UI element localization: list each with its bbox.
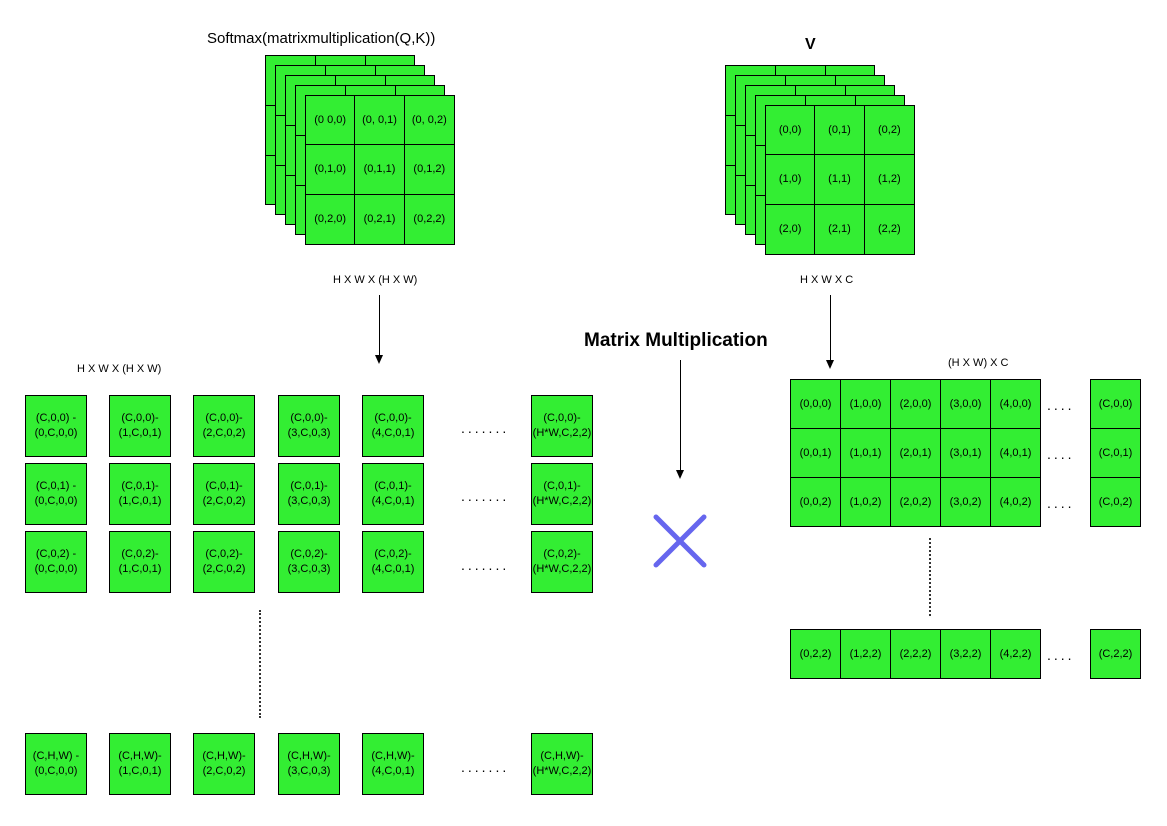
right-grid-cell: (3,0,2) bbox=[940, 477, 991, 527]
softmax-down-arrow bbox=[379, 295, 380, 355]
vertical-ellipsis bbox=[259, 610, 261, 718]
left-grid-cell: (C,H,W)-(H*W,C,2,2) bbox=[531, 733, 593, 795]
right-grid-cell: (0,2,2) bbox=[790, 629, 841, 679]
left-grid-cell: (C,H,W) -(0,C,0,0) bbox=[25, 733, 87, 795]
right-grid-cell: (0,0,1) bbox=[790, 428, 841, 478]
right-grid-cell: (1,0,0) bbox=[840, 379, 891, 429]
left-grid-cell: (C,0,1)-(3,C,0,3) bbox=[278, 463, 340, 525]
right-grid-cell: (4,0,2) bbox=[990, 477, 1041, 527]
matrix-cell: (0,1,2) bbox=[404, 145, 454, 195]
v-down-arrow bbox=[830, 295, 831, 360]
left-grid-cell: (C,0,1) -(0,C,0,0) bbox=[25, 463, 87, 525]
left-grid-cell: (C,H,W)-(3,C,0,3) bbox=[278, 733, 340, 795]
right-grid-cell: (C,0,2) bbox=[1090, 477, 1141, 527]
matrix-cell: (2,1) bbox=[815, 204, 865, 254]
softmax-front-matrix: (0 0,0) (0, 0,1) (0, 0,2) (0,1,0) (0,1,1… bbox=[305, 95, 455, 245]
row-ellipsis: .... bbox=[1047, 397, 1075, 413]
right-grid-cell: (C,2,2) bbox=[1090, 629, 1141, 679]
right-grid-cell: (4,2,2) bbox=[990, 629, 1041, 679]
right-grid-cell: (3,2,2) bbox=[940, 629, 991, 679]
row-ellipsis: ....... bbox=[461, 488, 510, 504]
left-grid-dims-label: H X W X (H X W) bbox=[77, 363, 162, 375]
right-grid-cell: (1,2,2) bbox=[840, 629, 891, 679]
matrix-cell: (0,2,2) bbox=[413, 213, 446, 226]
matrix-cell: (0,1,0) bbox=[306, 145, 356, 195]
row-ellipsis: ....... bbox=[461, 759, 510, 775]
right-grid-cell: (0,0,2) bbox=[790, 477, 841, 527]
left-grid-cell: (C,H,W)-(2,C,0,2) bbox=[193, 733, 255, 795]
row-ellipsis: ....... bbox=[461, 420, 510, 436]
matrix-cell: (0, 0,1) bbox=[355, 96, 405, 146]
matrix-cell: (0, 0,2) bbox=[404, 96, 454, 146]
matrix-cell: (0,2,1) bbox=[355, 194, 405, 244]
vertical-ellipsis bbox=[929, 538, 931, 616]
softmax-dims-label: H X W X (H X W) bbox=[333, 274, 418, 286]
v-dims-label: H X W X C bbox=[800, 274, 854, 286]
arrow-head-icon bbox=[826, 360, 834, 369]
left-grid-cell: (C,0,0)-(3,C,0,3) bbox=[278, 395, 340, 457]
left-grid-cell: (C,0,2)-(3,C,0,3) bbox=[278, 531, 340, 593]
matrix-cell: (1,1) bbox=[815, 155, 865, 205]
left-grid-cell: (C,0,1)-(1,C,0,1) bbox=[109, 463, 171, 525]
right-grid-cell: (4,0,0) bbox=[990, 379, 1041, 429]
row-ellipsis: .... bbox=[1047, 495, 1075, 511]
matrix-cell: (2,0) bbox=[766, 204, 816, 254]
right-grid-cell: (3,0,0) bbox=[940, 379, 991, 429]
right-grid-dims-label: (H X W) X C bbox=[948, 357, 1009, 369]
v-front-matrix: (0,0) (0,1) (0,2) (1,0) (1,1) (1,2) (2,0… bbox=[765, 105, 915, 255]
softmax-title: Softmax(matrixmultiplication(Q,K)) bbox=[207, 30, 436, 47]
left-grid-cell: (C,H,W)-(1,C,0,1) bbox=[109, 733, 171, 795]
matrix-cell: (0,1) bbox=[815, 106, 865, 156]
multiply-icon bbox=[653, 514, 707, 568]
matrix-cell: (0,1,1) bbox=[355, 145, 405, 195]
right-grid-cell: (C,0,1) bbox=[1090, 428, 1141, 478]
left-grid-cell: (C,0,1)-(H*W,C,2,2) bbox=[531, 463, 593, 525]
right-grid-cell: (C,0,0) bbox=[1090, 379, 1141, 429]
matrix-cell: (0,2,0) bbox=[306, 194, 356, 244]
left-grid-cell: (C,0,2)-(4,C,0,1) bbox=[362, 531, 424, 593]
matrix-cell: (0,0) bbox=[766, 106, 816, 156]
arrow-head-icon bbox=[375, 355, 383, 364]
left-grid-cell: (C,0,2)-(2,C,0,2) bbox=[193, 531, 255, 593]
right-grid-cell: (1,0,1) bbox=[840, 428, 891, 478]
row-ellipsis: ....... bbox=[461, 557, 510, 573]
left-grid-cell: (C,0,0)-(H*W,C,2,2) bbox=[531, 395, 593, 457]
arrow-head-icon bbox=[676, 470, 684, 479]
matrix-cell: (0 0,0) bbox=[306, 96, 356, 146]
row-ellipsis: .... bbox=[1047, 647, 1075, 663]
left-grid-cell: (C,0,0)-(1,C,0,1) bbox=[109, 395, 171, 457]
right-grid-cell: (1,0,2) bbox=[840, 477, 891, 527]
right-grid-cell: (2,0,2) bbox=[890, 477, 941, 527]
left-grid-cell: (C,0,2)-(1,C,0,1) bbox=[109, 531, 171, 593]
left-grid-cell: (C,H,W)-(4,C,0,1) bbox=[362, 733, 424, 795]
matrix-cell: (2,2) bbox=[878, 223, 901, 236]
left-grid-cell: (C,0,2) -(0,C,0,0) bbox=[25, 531, 87, 593]
row-ellipsis: .... bbox=[1047, 446, 1075, 462]
left-grid-cell: (C,0,1)-(2,C,0,2) bbox=[193, 463, 255, 525]
right-grid-cell: (4,0,1) bbox=[990, 428, 1041, 478]
v-title: V bbox=[805, 36, 816, 53]
right-grid-cell: (2,0,1) bbox=[890, 428, 941, 478]
matrix-cell: (0,2) bbox=[864, 106, 914, 156]
left-grid-cell: (C,0,0)-(2,C,0,2) bbox=[193, 395, 255, 457]
left-grid-cell: (C,0,1)-(4,C,0,1) bbox=[362, 463, 424, 525]
matrix-cell: (1,2) bbox=[864, 155, 914, 205]
right-grid-cell: (0,0,0) bbox=[790, 379, 841, 429]
left-grid-cell: (C,0,0)-(4,C,0,1) bbox=[362, 395, 424, 457]
right-grid-cell: (3,0,1) bbox=[940, 428, 991, 478]
left-grid-cell: (C,0,0) -(0,C,0,0) bbox=[25, 395, 87, 457]
right-grid-cell: (2,0,0) bbox=[890, 379, 941, 429]
matrix-cell: (1,0) bbox=[766, 155, 816, 205]
right-grid-cell: (2,2,2) bbox=[890, 629, 941, 679]
operation-label: Matrix Multiplication bbox=[584, 330, 768, 351]
operation-down-arrow bbox=[680, 360, 681, 470]
left-grid-cell: (C,0,2)-(H*W,C,2,2) bbox=[531, 531, 593, 593]
